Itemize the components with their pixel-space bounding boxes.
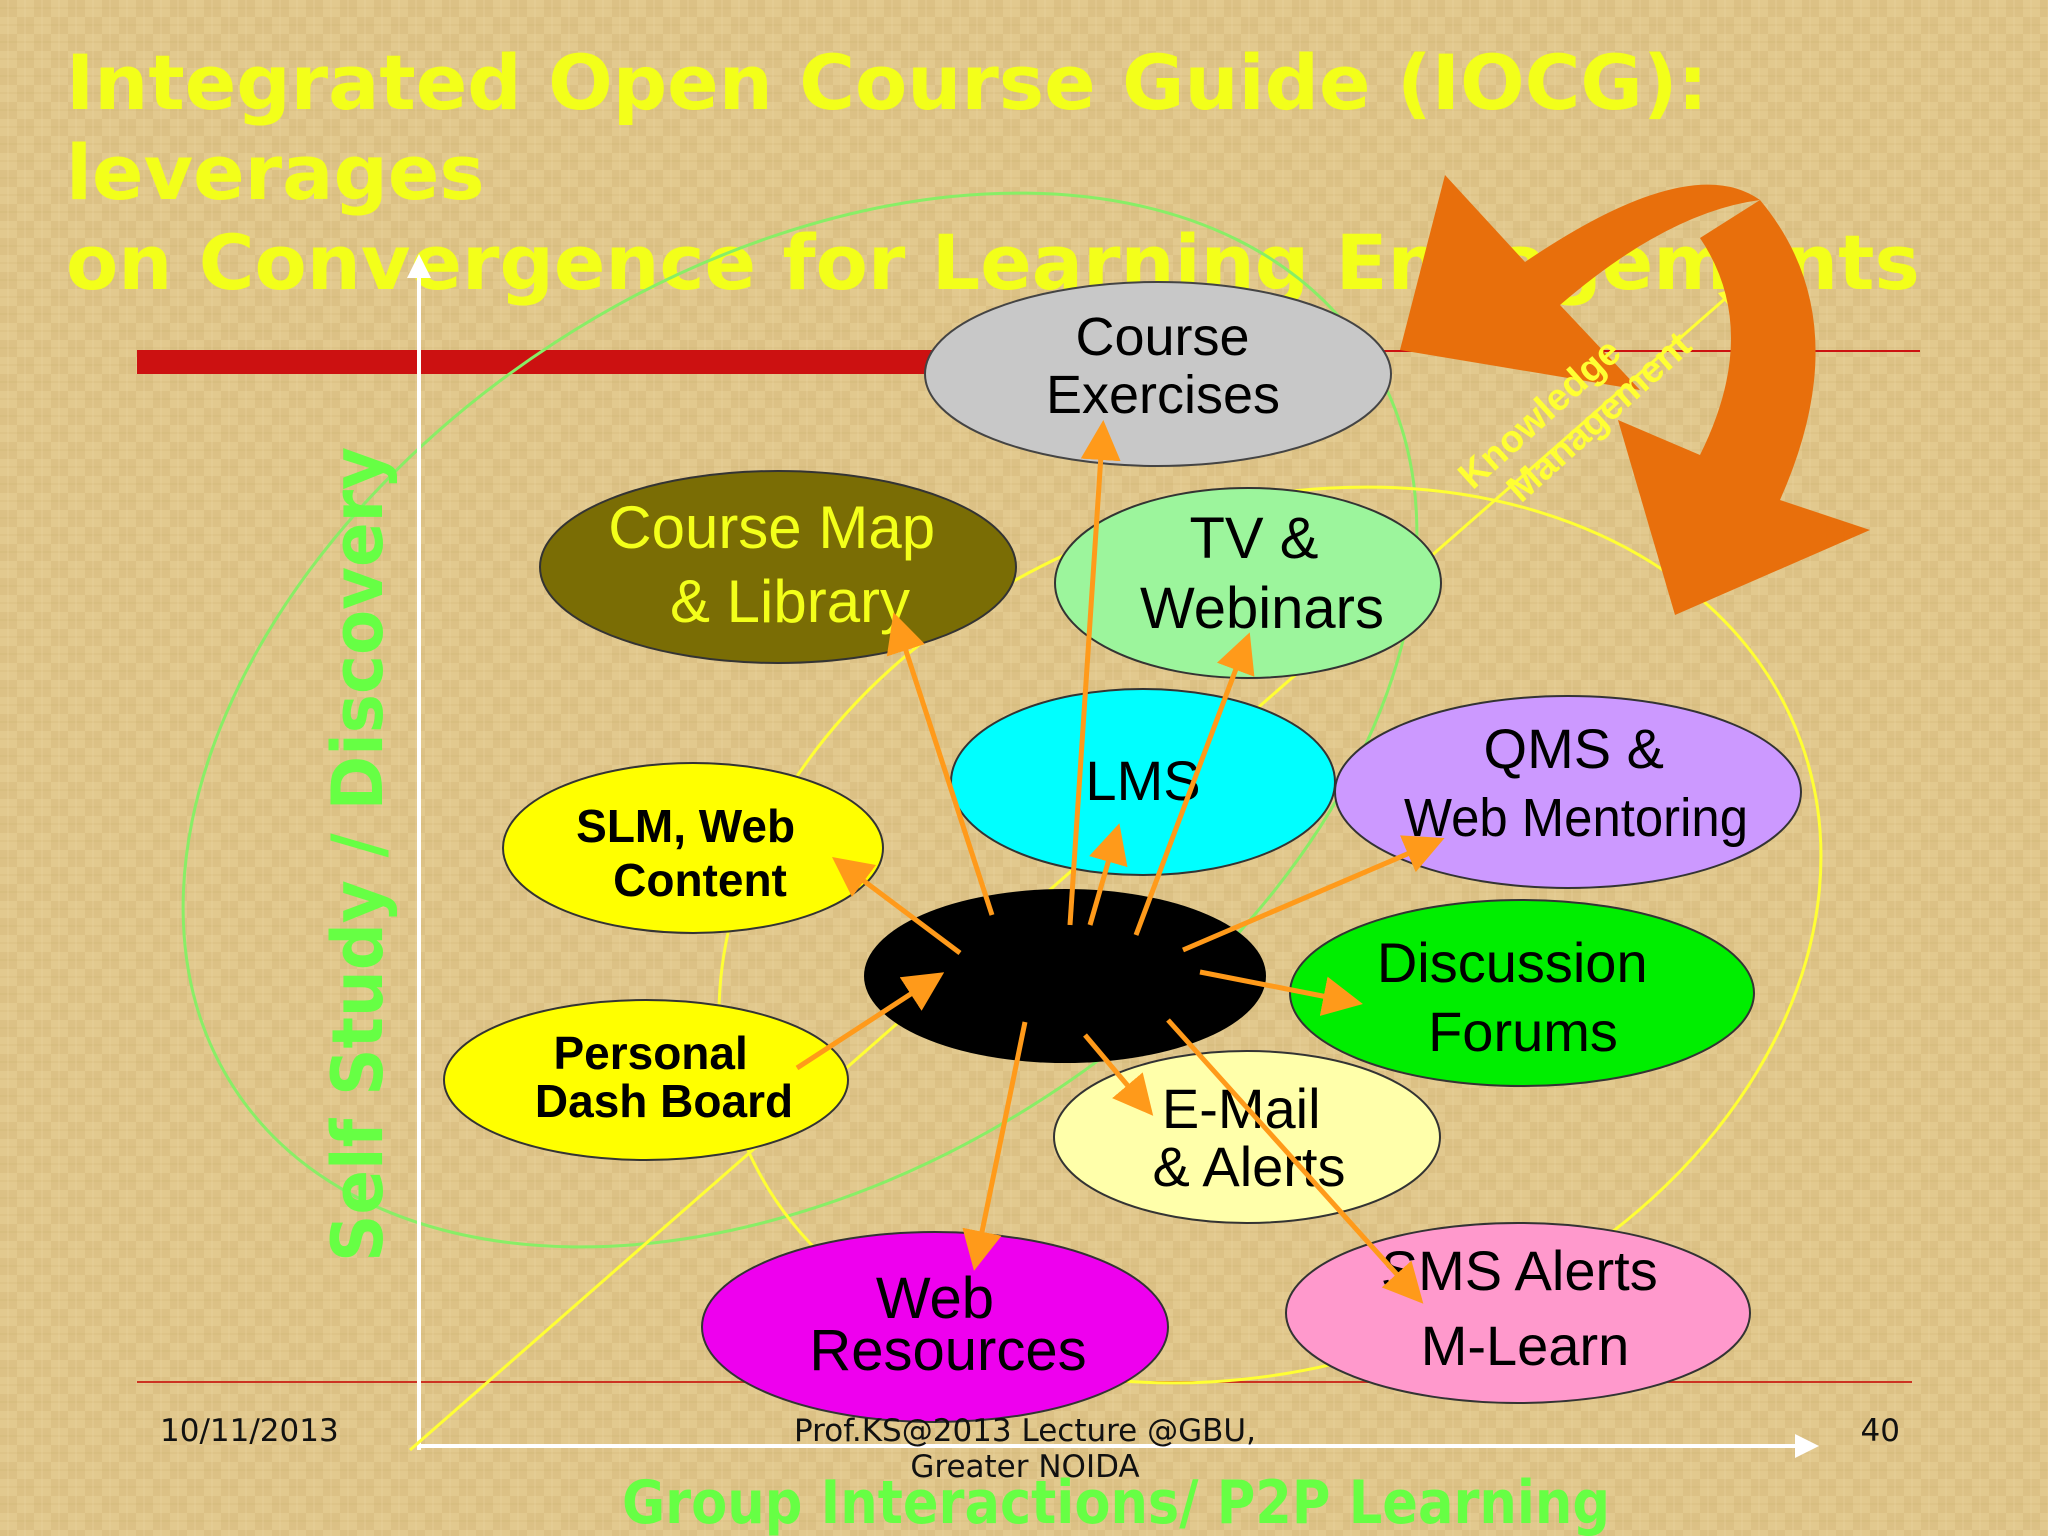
cycle-arrow bbox=[1400, 175, 1870, 615]
node-label-line: LMS bbox=[1085, 749, 1200, 812]
x-axis-label: Group Interactions/ P2P Learning bbox=[622, 1468, 1610, 1536]
connector-course-map-library bbox=[886, 612, 995, 916]
y-axis-label: Self Study / Discovery bbox=[317, 447, 399, 1262]
node-slm-web-content: SLM, Web Content bbox=[502, 762, 884, 934]
node-label-line: Dash Board bbox=[535, 1075, 793, 1127]
node-label-line: Course Map bbox=[608, 494, 935, 561]
node-label-line: Resources bbox=[809, 1318, 1086, 1383]
footer-credit: Prof.KS@2013 Lecture @GBU, Greater NOIDA bbox=[794, 1413, 1256, 1485]
svg-text:TV & Webinars: TV & Webinars bbox=[1140, 506, 1384, 641]
node-label-line: SMS Alerts bbox=[1381, 1239, 1658, 1302]
node-label-line: QMS & bbox=[1484, 717, 1664, 780]
connector-web-resources bbox=[962, 1021, 1028, 1271]
connector-qms-web-mentoring bbox=[1182, 835, 1445, 953]
node-label-line: Forums bbox=[1428, 1000, 1618, 1063]
svg-text:SMS Alerts M-Learn: SMS Alerts M-Learn bbox=[1381, 1239, 1674, 1377]
page-number: 40 bbox=[1860, 1413, 1900, 1449]
connector-course-exercises bbox=[1067, 420, 1121, 926]
node-label-line: Exercises bbox=[1046, 365, 1280, 425]
svg-text:LMS: LMS bbox=[1085, 749, 1200, 812]
node-lms: LMS bbox=[950, 688, 1336, 876]
connector-discussion-forums bbox=[1199, 969, 1363, 1016]
node-label-line: M-Learn bbox=[1421, 1314, 1630, 1377]
connector-slm-web-content bbox=[832, 857, 962, 955]
node-tv-webinars: TV & Webinars bbox=[1054, 487, 1442, 679]
node-label-line: & Library bbox=[670, 568, 910, 635]
svg-text:Course Exercises: Course Exercises bbox=[1046, 307, 1280, 425]
node-label-line: Personal bbox=[553, 1027, 747, 1079]
svg-text:SLM, Web Content: SLM, Web Content bbox=[576, 800, 808, 906]
svg-text:Web Resources: Web Resources bbox=[809, 1266, 1086, 1383]
node-email-alerts: E-Mail & Alerts bbox=[1053, 1050, 1441, 1224]
svg-text:Discussion Forums: Discussion Forums bbox=[1377, 931, 1663, 1063]
svg-text:E-Mail & Alerts: E-Mail & Alerts bbox=[1153, 1077, 1346, 1198]
connector-tv-webinars bbox=[1133, 632, 1255, 936]
node-web-resources: Web Resources bbox=[701, 1231, 1169, 1423]
node-discussion-forums: Discussion Forums bbox=[1289, 899, 1755, 1087]
node-personal-dash-board: Personal Dash Board bbox=[443, 999, 849, 1161]
node-course-exercises: Course Exercises bbox=[924, 281, 1392, 467]
node-qms-web-mentoring: QMS & Web Mentoring bbox=[1334, 695, 1802, 889]
svg-text:Course Map & Library: Course Map & Library bbox=[608, 494, 951, 635]
footer-date: 10/11/2013 bbox=[160, 1413, 339, 1449]
connector-personal-dash-board bbox=[795, 972, 945, 1071]
node-label-line: Content bbox=[613, 854, 787, 906]
central-hub bbox=[864, 889, 1266, 1063]
node-label-line: TV & bbox=[1189, 506, 1318, 571]
node-label-line: Course bbox=[1075, 307, 1249, 367]
connector-email-alerts bbox=[1083, 1033, 1154, 1116]
slide-title: Integrated Open Course Guide (IOCG): lev… bbox=[66, 38, 1920, 307]
node-label-line: SLM, Web bbox=[576, 800, 795, 852]
node-label-line: Webinars bbox=[1140, 576, 1384, 641]
node-label-line: & Alerts bbox=[1153, 1135, 1346, 1198]
svg-text:QMS & Web Mentoring: QMS & Web Mentoring bbox=[1404, 717, 1748, 848]
node-label-line: Web bbox=[876, 1266, 994, 1331]
node-sms-alerts-mlearn: SMS Alerts M-Learn bbox=[1285, 1222, 1751, 1404]
node-label-line: E-Mail bbox=[1162, 1077, 1321, 1140]
connector-arrows bbox=[795, 420, 1445, 1304]
node-label-line: Discussion bbox=[1377, 931, 1648, 994]
connector-sms-alerts-mlearn bbox=[1166, 1018, 1424, 1304]
node-label-line: Web Mentoring bbox=[1404, 788, 1748, 848]
node-course-map-library: Course Map & Library bbox=[539, 470, 1017, 664]
connector-lms bbox=[1087, 823, 1128, 926]
svg-text:Personal Dash Board: Personal Dash Board bbox=[535, 1027, 793, 1127]
